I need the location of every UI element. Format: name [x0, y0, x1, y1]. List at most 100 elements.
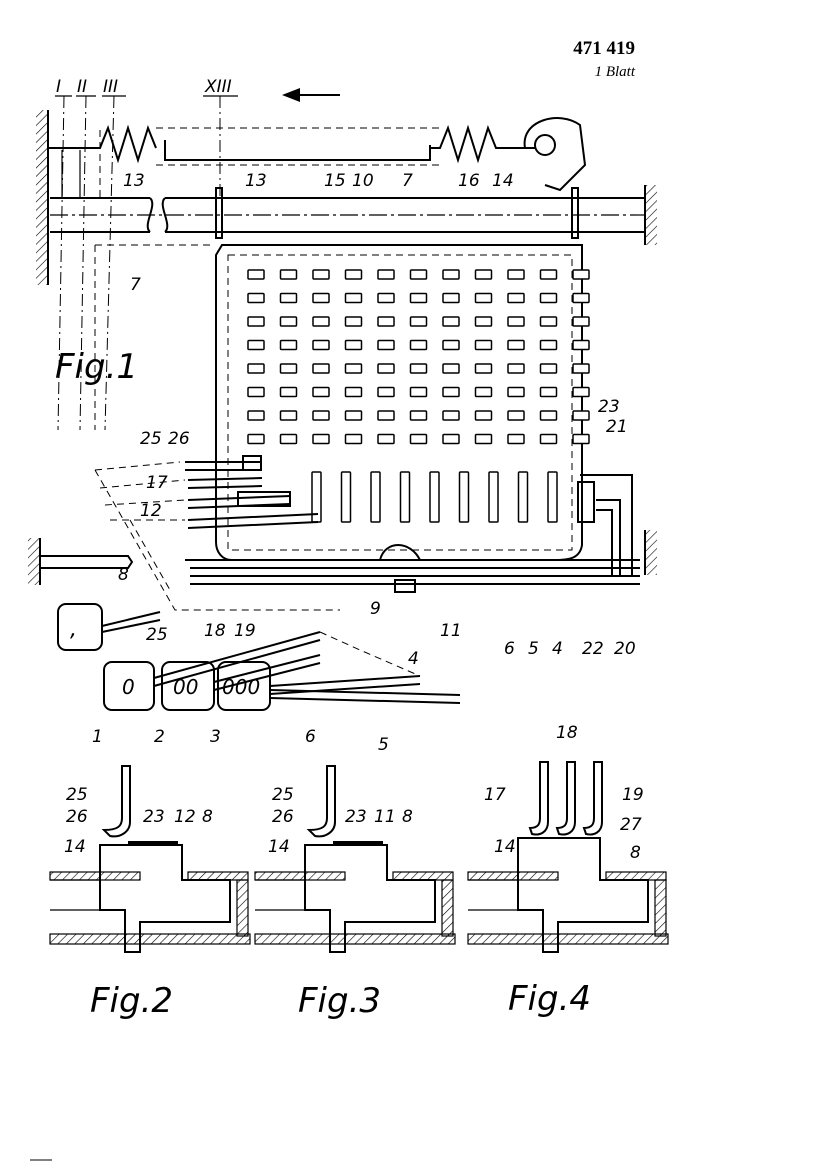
slot — [474, 386, 493, 398]
slot — [344, 433, 363, 445]
slot — [409, 292, 428, 304]
ref-15: 15 — [324, 171, 346, 191]
slot — [344, 292, 363, 304]
ref-26: 26 — [168, 429, 190, 449]
slot — [279, 410, 298, 421]
section-view — [254, 765, 456, 953]
slot — [539, 339, 558, 351]
ref-f2-25: 25 — [66, 785, 88, 805]
ref-f4-18: 18 — [556, 723, 578, 743]
vertical-slot — [370, 471, 381, 523]
ref-25b: 25 — [146, 625, 168, 645]
slot — [539, 269, 558, 280]
ref-6b: 6 — [305, 727, 316, 747]
ref-9: 9 — [370, 599, 381, 619]
shaft-clamp-right — [571, 187, 579, 239]
slot — [474, 363, 493, 374]
slot — [344, 386, 363, 398]
section-view — [49, 765, 251, 953]
ref-16: 16 — [458, 171, 480, 191]
fig3-label: Fig.3 — [298, 981, 381, 1021]
vertical-slot — [517, 471, 529, 523]
slot — [572, 363, 590, 374]
ref-f2-26: 26 — [66, 807, 88, 827]
slot — [377, 269, 395, 280]
slot — [279, 363, 298, 374]
slot — [312, 386, 330, 398]
ref-10: 10 — [352, 171, 374, 191]
ref-18: 18 — [204, 621, 226, 641]
slot — [507, 433, 525, 445]
ref-8: 8 — [118, 565, 129, 585]
slot — [409, 269, 428, 280]
key-00-label: 00 — [173, 675, 198, 699]
ref-f2-8: 8 — [202, 807, 213, 827]
ref-f2-23: 23 — [143, 807, 165, 827]
slot — [377, 316, 395, 327]
ref-23: 23 — [598, 397, 620, 417]
slot — [247, 269, 265, 280]
ref-5a: 5 — [528, 639, 539, 659]
slot — [279, 292, 298, 304]
slot — [279, 316, 298, 327]
slot — [572, 292, 590, 304]
ref-1: 1 — [92, 727, 103, 747]
fig3-reference-numerals: 25 26 23 11 8 14 — [268, 785, 413, 857]
slot — [312, 269, 330, 280]
vertical-slot — [458, 471, 470, 523]
slot — [442, 433, 460, 445]
ref-7b: 7 — [130, 275, 141, 295]
ref-4b: 4 — [408, 649, 419, 669]
slot — [474, 269, 493, 280]
key-comma-label: , — [70, 617, 77, 642]
slot — [572, 269, 590, 280]
ref-3: 3 — [210, 727, 221, 747]
ref-f4-27: 27 — [620, 815, 642, 835]
ref-6a: 6 — [504, 639, 515, 659]
slot — [442, 386, 460, 398]
slot — [377, 410, 395, 421]
slot — [377, 363, 395, 374]
fig4-label: Fig.4 — [508, 979, 591, 1019]
vertical-slot-row — [311, 471, 558, 523]
ref-14: 14 — [492, 171, 514, 191]
slot — [312, 292, 330, 304]
ref-2: 2 — [154, 727, 165, 747]
section-figures — [49, 761, 669, 953]
label-I: I — [56, 77, 61, 97]
ref-f3-23: 23 — [345, 807, 367, 827]
label-XIII: XIII — [204, 77, 232, 97]
vertical-slot — [399, 471, 411, 523]
ref-20: 20 — [614, 639, 636, 659]
slot — [247, 433, 265, 445]
ref-13b: 13 — [245, 171, 267, 191]
slot — [377, 292, 395, 304]
spring-assembly — [48, 117, 587, 198]
ref-7a: 7 — [402, 171, 413, 191]
slot — [247, 363, 265, 374]
slot — [409, 363, 428, 374]
slot — [442, 410, 460, 421]
type-plate — [215, 244, 583, 561]
vertical-slot — [429, 471, 440, 523]
label-II: II — [77, 77, 87, 97]
slot — [409, 339, 428, 351]
slot — [507, 339, 525, 351]
slot — [474, 316, 493, 327]
slot — [247, 316, 265, 327]
fig2-label: Fig.2 — [90, 981, 173, 1021]
slot — [247, 339, 265, 351]
slot — [474, 292, 493, 304]
ref-f4-8: 8 — [630, 843, 641, 863]
sheet-count: 1 Blatt — [594, 64, 635, 80]
slot — [377, 339, 395, 351]
slot — [344, 410, 363, 421]
vertical-slot — [547, 471, 558, 523]
base-rails — [185, 474, 640, 593]
vertical-slot — [488, 471, 499, 523]
ref-5b: 5 — [378, 735, 389, 755]
key-comma[interactable] — [57, 603, 103, 651]
ref-25: 25 — [140, 429, 162, 449]
left-wall — [36, 110, 49, 285]
